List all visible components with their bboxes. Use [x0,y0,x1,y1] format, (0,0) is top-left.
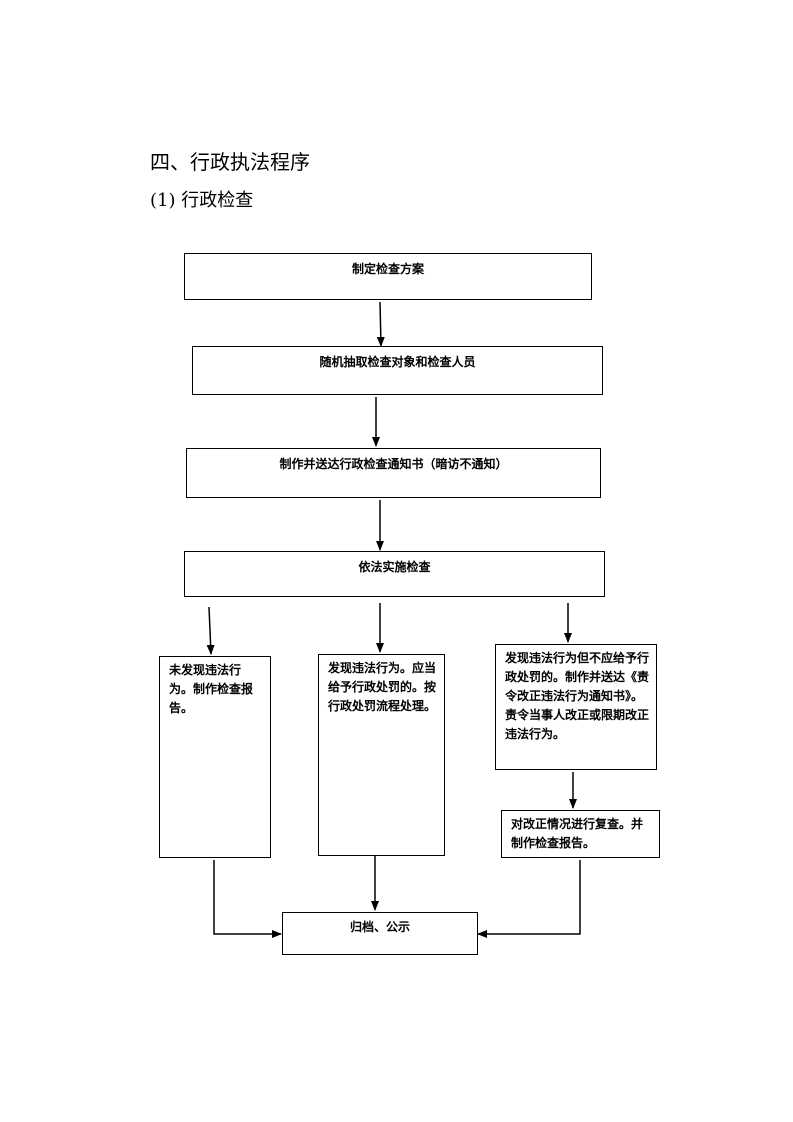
arrow-step1-step2 [376,301,385,347]
branch-penalty: 发现违法行为。应当给予行政处罚的。按行政处罚流程处理。 [318,654,445,856]
section-title: 四、行政执法程序 [150,150,310,174]
step-archive-publish: 归档、公示 [282,912,478,955]
step-review: 对改正情况进行复查。并制作检查报告。 [501,810,660,858]
arrow-step4-left [206,606,215,655]
step-random-selection: 随机抽取检查对象和检查人员 [192,346,603,395]
branch-no-violation: 未发现违法行为。制作检查报告。 [159,656,271,858]
arrow-left-final [213,860,282,938]
step-send-notice: 制作并送达行政检查通知书（暗访不通知） [186,448,601,498]
sub-title: (1) 行政检查 [150,190,254,211]
step-conduct-inspection: 依法实施检查 [184,551,605,597]
step-make-plan: 制定检查方案 [184,253,592,300]
arrow-review-final [477,860,581,938]
branch-order-correction: 发现违法行为但不应给予行政处罚的。制作并送达《责令改正违法行为通知书》。责令当事… [495,644,657,770]
